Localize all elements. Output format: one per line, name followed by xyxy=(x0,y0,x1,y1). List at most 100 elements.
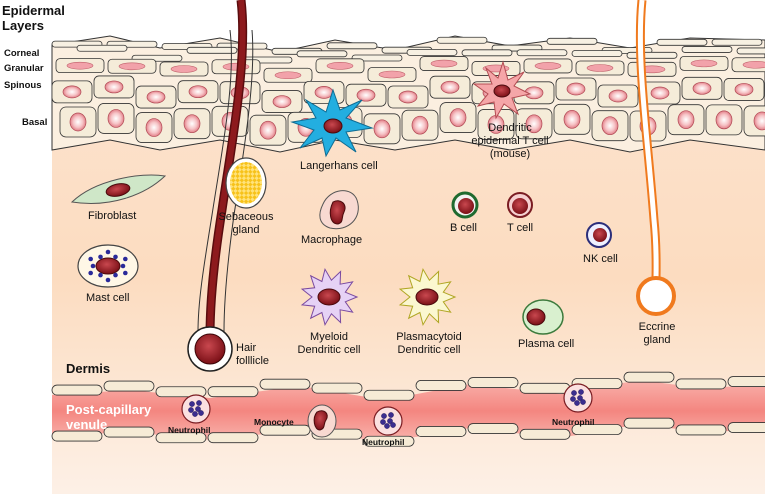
epidermal-layers-title: Epidermal Layers xyxy=(2,3,65,33)
label-detc-2: epidermal T cell xyxy=(471,135,549,147)
basal-cell xyxy=(363,113,401,145)
label-plasmacytoid-dc: Plasmacytoid Dendritic cell xyxy=(384,331,474,357)
spinous-cell xyxy=(51,80,93,104)
spinous-cell xyxy=(135,85,177,109)
label-neutrophil-2: Neutrophil xyxy=(362,437,405,447)
corneal-cell xyxy=(296,50,348,58)
granular-cell xyxy=(575,60,625,76)
label-venule-2: venule xyxy=(66,417,108,432)
corneal-cell xyxy=(656,38,708,46)
label-myeloid-2: Dendritic cell xyxy=(297,344,361,356)
label-monocyte: Monocyte xyxy=(254,417,294,427)
granular-cell xyxy=(679,55,729,71)
neutrophil-right xyxy=(563,383,593,413)
label-plasmacytoid-2: Dendritic cell xyxy=(397,344,461,356)
corneal-cell xyxy=(571,50,623,57)
label-plasma-cell: Plasma cell xyxy=(518,338,575,350)
eccrine-gland xyxy=(635,0,676,316)
granular-cell xyxy=(731,57,765,73)
spinous-cell xyxy=(345,83,387,107)
label-myeloid-1: Myeloid xyxy=(310,331,348,343)
corneal-cell xyxy=(626,51,678,59)
granular-cell xyxy=(107,58,157,74)
monocyte xyxy=(307,404,337,438)
basal-cell xyxy=(97,103,135,134)
label-venule-1: Post-capillary xyxy=(66,402,152,417)
langerhans-cell xyxy=(290,88,374,158)
venule-endothelium-top xyxy=(51,371,765,401)
hair-follicle xyxy=(187,0,254,372)
basal-cell xyxy=(553,103,591,135)
layer-label-granular: Granular xyxy=(4,63,44,74)
corneal-cell xyxy=(516,49,568,57)
granular-cell xyxy=(523,58,573,74)
label-sebaceous: Sebaceous gland xyxy=(214,211,278,237)
title-line-2: Layers xyxy=(2,18,44,33)
label-macrophage: Macrophage xyxy=(301,234,363,246)
corneal-cell xyxy=(736,47,765,55)
label-sebaceous-2: gland xyxy=(232,224,260,236)
basal-cell xyxy=(439,102,477,133)
label-langerhans: Langerhans cell xyxy=(300,160,378,172)
spinous-cell xyxy=(597,84,639,108)
label-neutrophil-3: Neutrophil xyxy=(552,417,595,427)
nk-cell xyxy=(586,222,612,248)
label-plasmacytoid-1: Plasmacytoid xyxy=(396,331,462,343)
layer-label-basal: Basal xyxy=(22,117,48,128)
spinous-cell xyxy=(93,75,135,99)
basal-cell xyxy=(249,114,287,146)
granular-cell xyxy=(367,67,417,82)
spinous-cell xyxy=(723,78,765,101)
plasmacytoid-dendritic-cell xyxy=(398,267,457,327)
label-myeloid-dc: Myeloid Dendritic cell xyxy=(286,331,372,357)
label-eccrine-1: Eccrine xyxy=(638,321,676,333)
corneal-cell xyxy=(461,49,513,57)
dendritic-epidermal-t-cell xyxy=(472,60,532,120)
label-t-cell: T cell xyxy=(507,222,534,234)
b-cell xyxy=(451,191,479,219)
granular-cell xyxy=(55,58,105,74)
granular-cell xyxy=(471,61,521,76)
label-dermis: Dermis xyxy=(66,361,111,376)
label-detc: Dendritic epidermal T cell (mouse) xyxy=(470,122,550,161)
label-hair-1: Hair xyxy=(236,342,257,354)
corneal-cell xyxy=(351,54,403,62)
spinous-cell xyxy=(261,90,303,113)
corneal-layer xyxy=(51,36,765,64)
layer-label-spinous: Spinous xyxy=(4,80,42,91)
spinous-cell xyxy=(303,81,345,104)
corneal-cell xyxy=(406,48,458,56)
basal-cell xyxy=(135,112,173,143)
label-hair-2: folllicle xyxy=(236,355,270,367)
basal-cell xyxy=(743,105,765,137)
spinous-cell xyxy=(513,81,555,105)
sebaceous-gland xyxy=(225,157,267,209)
basal-cell xyxy=(591,110,629,142)
t-cell xyxy=(507,192,533,218)
label-sebaceous-1: Sebaceous xyxy=(218,211,274,223)
label-fibroblast: Fibroblast xyxy=(88,210,137,222)
spinous-cell xyxy=(387,85,429,109)
corneal-cell xyxy=(186,46,238,54)
label-mast-cell: Mast cell xyxy=(86,292,130,304)
label-eccrine-gland: Eccrine gland xyxy=(632,321,682,347)
corneal-cell xyxy=(326,42,378,50)
mast-cell xyxy=(77,244,139,288)
basal-cell xyxy=(59,106,97,138)
granular-cell xyxy=(419,56,469,71)
corneal-cell xyxy=(436,36,488,44)
basal-cell xyxy=(173,108,211,140)
basal-cell xyxy=(401,109,439,141)
granular-layer xyxy=(55,55,765,83)
spinous-cell xyxy=(429,75,471,99)
neutrophil-middle xyxy=(373,406,403,436)
corneal-cell xyxy=(711,38,763,46)
myeloid-dendritic-cell xyxy=(300,267,359,327)
spinous-cell xyxy=(177,80,219,104)
plasma-cell xyxy=(522,299,564,335)
spinous-cell xyxy=(555,77,597,101)
granular-cell xyxy=(315,58,365,74)
title-line-1: Epidermal xyxy=(2,3,65,18)
fibroblast xyxy=(70,174,167,204)
